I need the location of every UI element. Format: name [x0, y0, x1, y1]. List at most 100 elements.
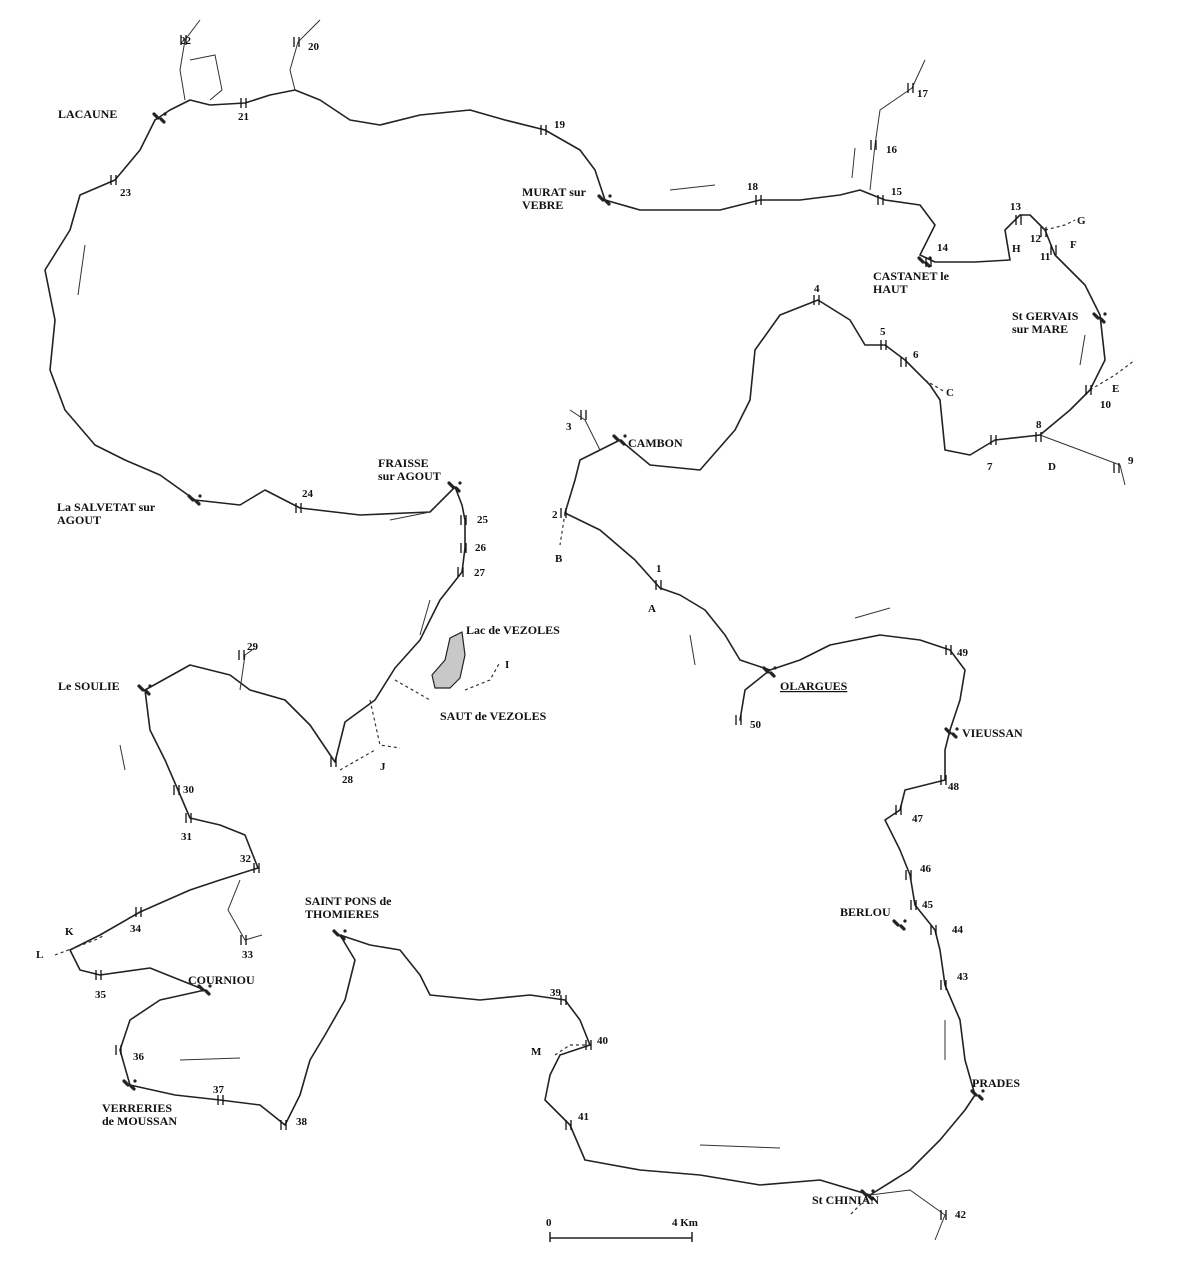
km-marker: 28	[330, 757, 354, 786]
km-marker: 27	[457, 567, 486, 579]
spur-42	[869, 1189, 946, 1241]
km-marker-label: 21	[238, 111, 249, 123]
town-dot	[766, 670, 770, 674]
km-markers: 1234567891011121314151617181920212223242…	[95, 35, 1134, 1221]
town-dot	[864, 1193, 868, 1197]
bridge-tick-icon	[135, 907, 142, 917]
km-marker: 15	[877, 186, 903, 205]
scale-start-label: 0	[546, 1217, 552, 1229]
bridge-tick-icon	[870, 140, 877, 150]
km-marker: 5	[880, 326, 887, 350]
place-label-line: PRADES	[972, 1076, 1020, 1090]
km-marker-label: 26	[475, 542, 487, 554]
letter-marker-label: F	[1070, 239, 1077, 251]
bridge-tick-icon	[900, 357, 907, 367]
bridge-tick-icon	[990, 435, 997, 445]
km-marker: 34	[130, 907, 142, 935]
town-dot	[162, 120, 166, 124]
bridge-tick-icon	[560, 995, 567, 1005]
letter-marker-label: A	[648, 603, 656, 615]
town-dot	[148, 684, 152, 688]
town-dot	[197, 502, 201, 506]
km-marker: 22	[180, 35, 192, 47]
km-marker-label: 41	[578, 1111, 589, 1123]
town-dot	[201, 988, 205, 992]
town-dot	[207, 992, 211, 996]
km-marker-label: 25	[477, 514, 489, 526]
km-marker: 7	[987, 435, 997, 473]
bridge-tick-icon	[330, 757, 337, 767]
place-label-line: CASTANET le	[873, 269, 950, 283]
bridge-tick-icon	[253, 863, 260, 873]
town-dot	[927, 264, 931, 268]
km-marker-label: 34	[130, 923, 142, 935]
scale-end-label: 4 Km	[672, 1217, 698, 1229]
km-marker: 10	[1085, 385, 1112, 411]
place-label-line: SAINT PONS de	[305, 894, 392, 908]
km-marker-label: 44	[952, 924, 964, 936]
place-label-line: sur MARE	[1012, 322, 1068, 336]
place-label-line: Lac de VEZOLES	[466, 623, 560, 637]
km-marker: 21	[238, 98, 249, 123]
town-dot	[147, 692, 151, 696]
bridge-tick-icon	[110, 175, 117, 185]
place-label-line: MURAT sur	[522, 185, 587, 199]
place-label-line: THOMIERES	[305, 907, 379, 921]
km-marker: 50	[735, 715, 762, 731]
bridge-tick-icon	[877, 195, 884, 205]
bridge-tick-icon	[240, 935, 247, 945]
town-dot	[616, 438, 620, 442]
place-label-line: HAUT	[873, 282, 908, 296]
scale-bar: 0 4 Km	[546, 1217, 698, 1242]
place-label-line: OLARGUES	[780, 679, 848, 693]
bridge-tick-icon	[735, 715, 742, 725]
km-marker: 13	[1010, 201, 1022, 225]
bridge-tick-icon	[280, 1120, 287, 1130]
km-marker: 47	[895, 805, 924, 825]
km-marker-label: 8	[1036, 419, 1042, 431]
km-marker: 41	[565, 1111, 589, 1130]
spur-29	[239, 647, 256, 691]
km-marker-label: 23	[120, 187, 132, 199]
km-marker-label: 24	[302, 488, 314, 500]
bridge-tick-icon	[240, 98, 247, 108]
dashed-path-C	[924, 379, 946, 393]
km-marker: 35	[95, 970, 107, 1001]
km-marker: 30	[173, 784, 195, 796]
km-marker-label: 46	[920, 863, 932, 875]
bridge-tick-icon	[1050, 245, 1057, 255]
bridge-tick-icon	[580, 410, 587, 420]
town-dot	[126, 1083, 130, 1087]
bridge-tick-icon	[560, 508, 567, 518]
bridge-tick-icon	[755, 195, 762, 205]
km-marker-label: 4	[814, 283, 820, 295]
bridge-tick-icon	[940, 980, 947, 990]
town-dot	[954, 735, 958, 739]
bridge-tick-icon	[540, 125, 547, 135]
letter-marker-label: I	[505, 659, 509, 671]
main-route-west-loop	[44, 119, 976, 1196]
km-marker: 23	[110, 175, 132, 199]
km-marker-label: 29	[247, 641, 259, 653]
km-marker: 44	[930, 924, 964, 936]
town-dot	[343, 929, 347, 933]
bridge-tick-icon	[185, 813, 192, 823]
km-marker-label: 33	[242, 949, 254, 961]
town-dot	[980, 1097, 984, 1101]
km-marker-label: 27	[474, 567, 486, 579]
spur-9	[1039, 434, 1126, 486]
km-marker: 2	[552, 508, 567, 521]
dashed-path-K	[54, 934, 106, 956]
km-marker: 42	[940, 1209, 967, 1221]
km-marker-label: 10	[1100, 399, 1112, 411]
place-label-line: VEBRE	[522, 198, 563, 212]
bridge-tick-icon	[585, 1040, 592, 1050]
bridge-tick-icon	[293, 37, 300, 47]
km-marker-label: 42	[955, 1209, 967, 1221]
place-label-line: COURNIOU	[188, 973, 255, 987]
km-marker: 17	[907, 83, 929, 100]
